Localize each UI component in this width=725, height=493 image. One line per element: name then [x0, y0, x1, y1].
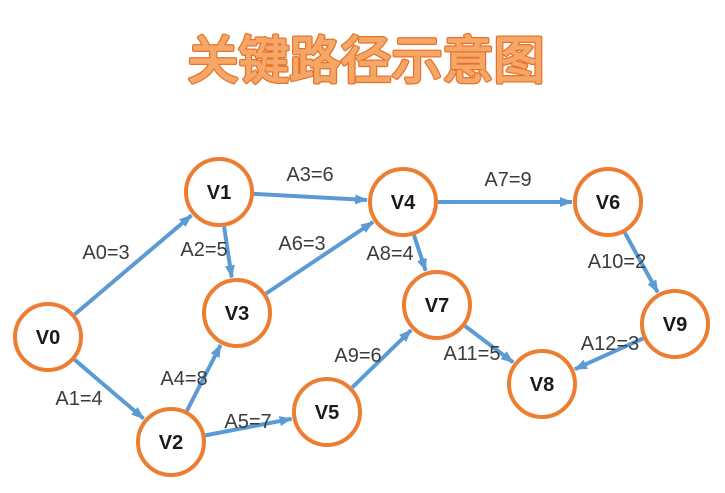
edge-A11: [463, 324, 515, 364]
edge-label-A5: A5=7: [224, 411, 271, 433]
node-V1: V1: [184, 157, 254, 227]
node-circle-V0: [13, 302, 83, 372]
node-V8: V8: [507, 349, 577, 419]
edge-A12: [573, 336, 644, 372]
node-circle-V6: [573, 167, 643, 237]
node-V9: V9: [640, 289, 710, 359]
edge-A4: [185, 344, 223, 412]
node-label-V7: V7: [425, 295, 449, 317]
node-V3: V3: [202, 278, 272, 348]
edge-label-A1: A1=4: [55, 388, 102, 410]
node-label-V3: V3: [225, 303, 249, 325]
node-V4: V4: [368, 167, 438, 237]
node-label-V8: V8: [530, 374, 554, 396]
node-label-V1: V1: [207, 182, 231, 204]
edge-label-A4: A4=8: [160, 368, 207, 390]
edges-layer: [73, 191, 660, 438]
node-label-V6: V6: [596, 192, 620, 214]
edge-A5: [205, 416, 293, 438]
node-circle-V4: [368, 167, 438, 237]
node-circle-V5: [292, 377, 362, 447]
edge-label-A3: A3=6: [286, 164, 333, 186]
node-circle-V3: [202, 278, 272, 348]
edge-label-A11: A11=5: [444, 343, 501, 365]
node-V5: V5: [292, 377, 362, 447]
node-circle-V9: [640, 289, 710, 359]
edge-A9: [350, 328, 413, 390]
edge-label-A6: A6=3: [278, 233, 325, 255]
edge-label-A0: A0=3: [82, 242, 129, 264]
node-circle-V7: [402, 270, 472, 340]
node-V7: V7: [402, 270, 472, 340]
node-label-V0: V0: [36, 327, 60, 349]
node-label-V5: V5: [315, 402, 339, 424]
edge-label-A7: A7=9: [484, 169, 531, 191]
edge-A6: [264, 220, 375, 296]
edge-A10: [623, 231, 660, 294]
edge-A1: [73, 358, 145, 421]
edge-label-A8: A8=4: [366, 243, 413, 265]
edge-label-A9: A9=6: [334, 345, 381, 367]
node-label-V2: V2: [159, 432, 183, 454]
edge-A8: [412, 234, 428, 272]
edge-label-A10: A10=2: [588, 251, 646, 273]
node-circle-V8: [507, 349, 577, 419]
edge-label-A2: A2=5: [180, 239, 227, 261]
node-circle-V1: [184, 157, 254, 227]
edge-A3: [253, 191, 369, 205]
node-V0: V0: [13, 302, 83, 372]
edge-A2: [222, 226, 235, 279]
page-title: 关键路径示意图: [187, 33, 544, 90]
node-V2: V2: [136, 407, 206, 477]
node-V6: V6: [573, 167, 643, 237]
edge-A0: [73, 213, 193, 316]
edge-labels-layer: A0=3A1=4 A2=5 A3=6A4=8A5=7 A6=3 A7=9A8=4A9=6…: [55, 164, 646, 433]
node-circle-V2: [136, 407, 206, 477]
node-label-V9: V9: [663, 314, 687, 336]
node-label-V4: V4: [391, 192, 416, 214]
edge-label-A12: A12=3: [581, 333, 639, 355]
